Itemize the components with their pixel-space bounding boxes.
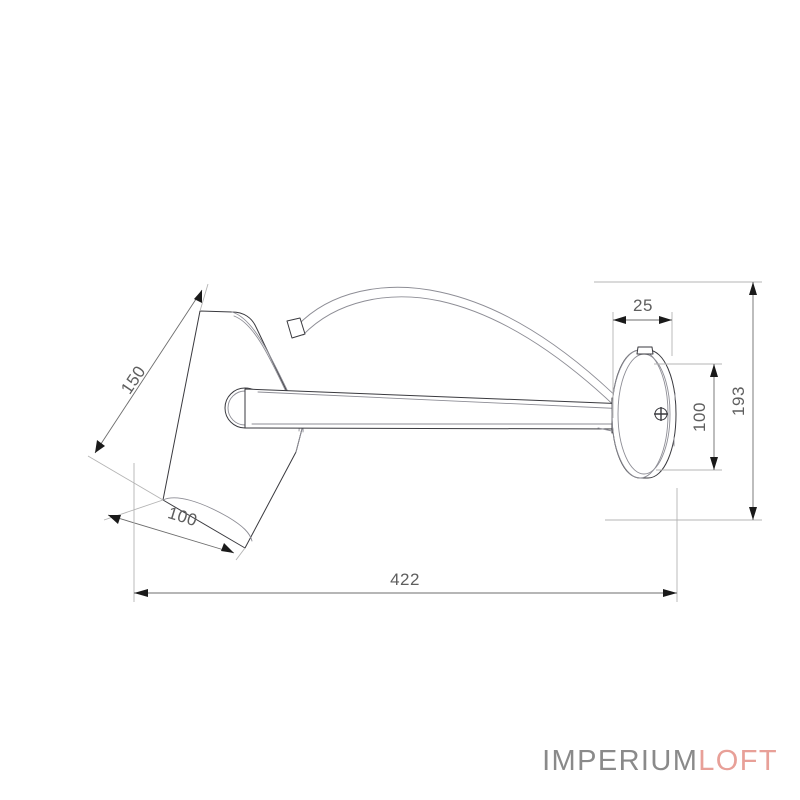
logo-accent-text: LOFT [698,745,778,777]
dimension-25: 25 [612,296,673,418]
dimension-25-label: 25 [633,296,653,315]
support-arm [244,388,629,434]
dimension-193-label: 193 [729,386,748,416]
wall-mount-plate [611,346,677,479]
dimension-150-label: 150 [117,362,149,397]
logo-primary-text: IMPERIUM [542,745,699,777]
cable-connector-nub [286,317,306,339]
dimension-100-plate-height-label: 100 [690,402,709,432]
dimension-100-plate-height: 100 [654,363,722,471]
dimension-422-label: 422 [390,570,420,589]
dimension-422: 422 [133,463,678,602]
product-illustration [162,286,677,549]
fastener-screw-icon [654,407,668,421]
dimension-193: 193 [594,281,762,521]
